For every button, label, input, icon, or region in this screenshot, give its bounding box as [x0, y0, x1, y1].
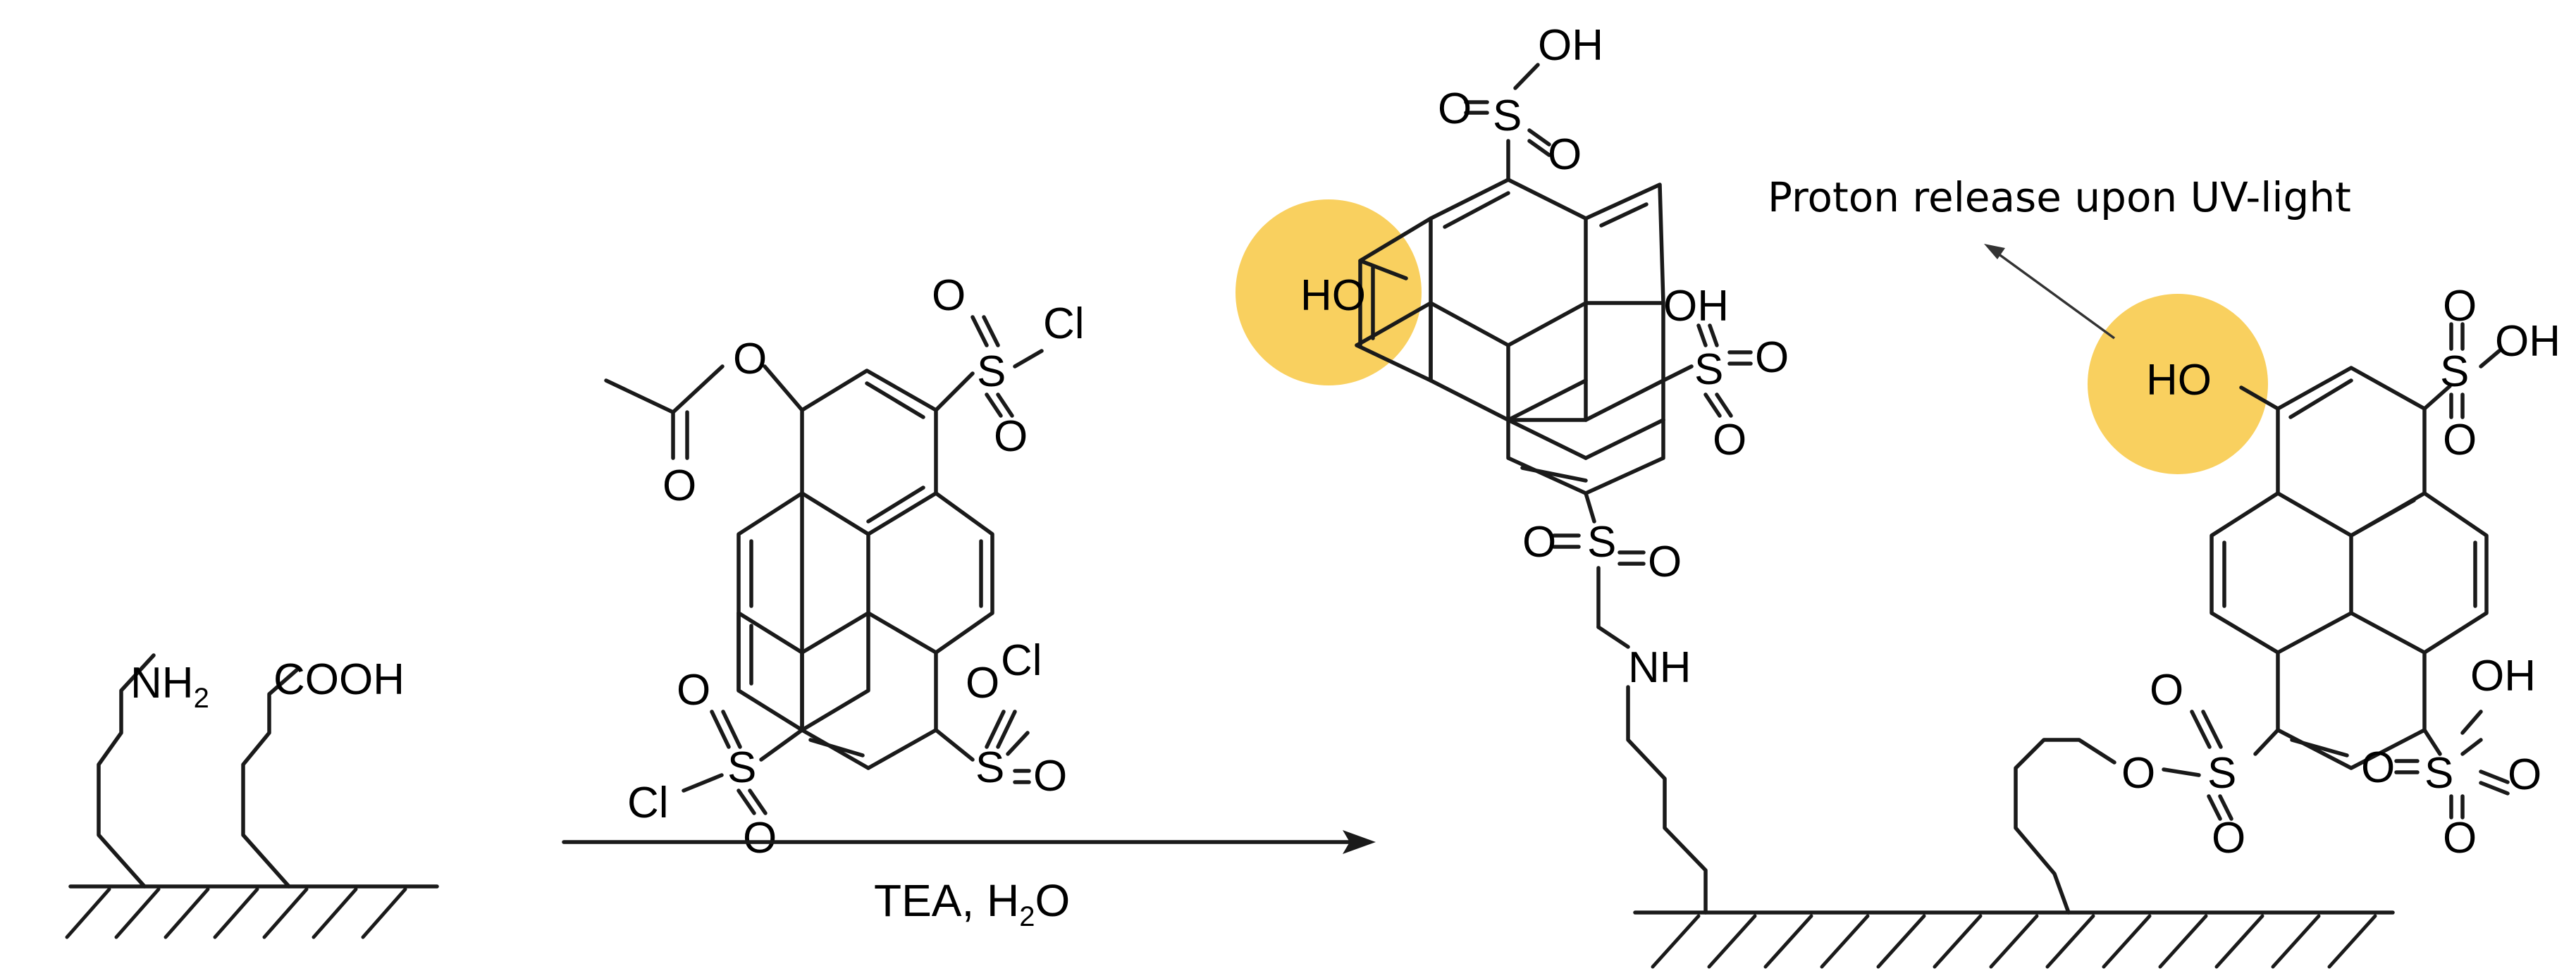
sulfonyl-oxygen: O — [1522, 518, 1556, 567]
hydroxyl-highlight — [1235, 199, 1422, 385]
sulfonamide-nh: NH — [1628, 643, 1691, 692]
amine-label: NH2 — [130, 659, 209, 714]
sulfonyl-oxygen: O — [1713, 416, 1746, 464]
sulfonic-acid-oh: OH — [2495, 317, 2560, 366]
chlorine-label: Cl — [1001, 636, 1042, 685]
sulfonyl-oxygen: O — [1648, 538, 1682, 586]
sulfonic-acid-oh: OH — [1663, 282, 1729, 330]
pyrene-reagent: O O S O O Cl S O O Cl S O O — [604, 271, 1085, 862]
sulfonyl-oxygen: O — [2443, 416, 2477, 464]
reaction-arrow — [562, 830, 1376, 854]
sulfur-label: S — [2424, 749, 2453, 798]
starting-surface: NH2 COOH — [65, 653, 439, 939]
sulfonyl-oxygen: O — [677, 666, 710, 715]
sulfonyl-oxygen: O — [1438, 85, 1472, 133]
sulfonyl-oxygen: O — [1033, 752, 1067, 800]
sulfonyl-oxygen: O — [932, 271, 966, 320]
sulfur-label: S — [2440, 347, 2469, 396]
chlorine-label: Cl — [627, 779, 669, 827]
hydroxyl-label: HO — [2146, 356, 2212, 404]
hydroxyl-label: HO — [1300, 271, 1366, 320]
sulfonyl-oxygen: O — [2508, 750, 2541, 799]
product-surface — [1633, 910, 2395, 969]
sulfur-label: S — [2207, 749, 2236, 798]
acetyl-carbonyl-oxygen: O — [663, 462, 696, 510]
sulfonyl-oxygen: O — [2443, 814, 2477, 862]
sulfur-label: S — [727, 743, 756, 792]
sulfur-label: S — [975, 743, 1004, 792]
chlorine-label: Cl — [1043, 299, 1085, 348]
sulfonic-acid-oh: OH — [2470, 652, 2536, 700]
sulfonyl-oxygen: O — [994, 412, 1028, 461]
sulfur-label: S — [1694, 345, 1723, 394]
photoacid-annotation: Proton release upon UV-light — [1768, 173, 2351, 221]
ester-oxygen: O — [2121, 749, 2155, 798]
product-pyrene-sulfonamide: HO S O O OH S OH O O S O O NH — [1235, 21, 1789, 915]
sulfur-label: S — [1493, 92, 1522, 140]
sulfur-label: S — [1587, 518, 1616, 567]
surface-hatching — [65, 887, 407, 939]
acetoxy-ester-oxygen: O — [733, 335, 767, 383]
sulfonyl-oxygen: O — [2212, 814, 2245, 862]
sulfonyl-oxygen: O — [1548, 130, 1582, 179]
sulfonic-acid-oh: OH — [1538, 21, 1603, 70]
product-pyrene-sulfonate-ester: HO S O O OH S O O OH O S O O — [2014, 282, 2560, 915]
sulfonyl-oxygen: O — [743, 814, 777, 862]
sulfonyl-oxygen: O — [966, 659, 999, 707]
sulfur-label: S — [977, 347, 1006, 396]
annotation-arrow — [1984, 244, 2116, 340]
sulfonyl-oxygen: O — [2150, 666, 2183, 715]
sulfonyl-oxygen: O — [2443, 282, 2477, 330]
reaction-conditions: TEA, H2O — [874, 875, 1070, 932]
carboxylic-acid-label: COOH — [273, 655, 405, 704]
hydroxyl-highlight — [2088, 294, 2268, 474]
surface-hatching — [1651, 914, 2377, 969]
sulfonyl-oxygen: O — [1755, 333, 1789, 382]
sulfonyl-oxygen: O — [2361, 743, 2395, 792]
